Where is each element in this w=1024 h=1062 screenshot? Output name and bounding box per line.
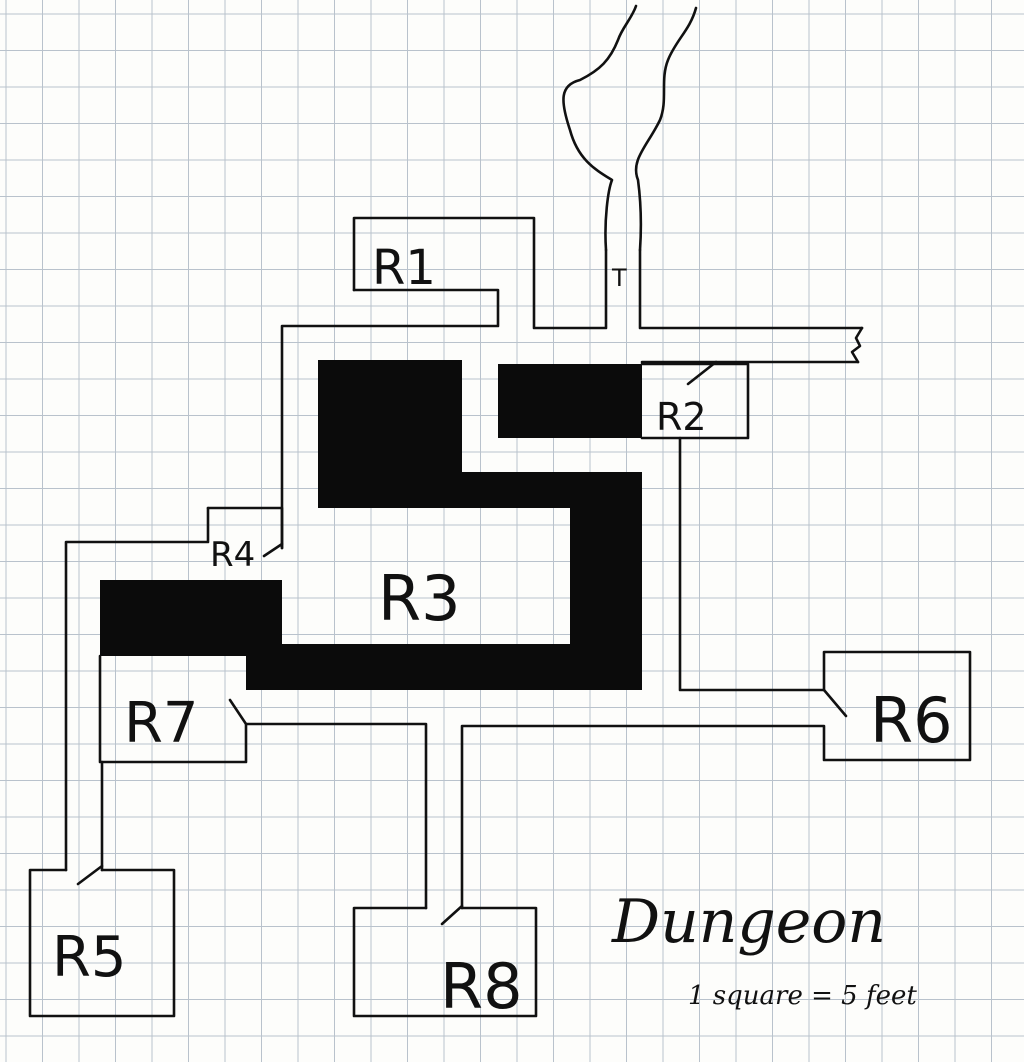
map-title-block: Dungeon 1 square = 5 feet [611, 887, 917, 1011]
room-label-r6: R6 [870, 684, 953, 757]
solid-rock-upper-left [100, 360, 642, 690]
room-label-r4: R4 [210, 535, 255, 575]
room-r6-door [822, 688, 848, 718]
room-r2-outline [640, 362, 750, 440]
room-r6-outline [460, 650, 972, 910]
room-r8-door [440, 904, 464, 926]
room-r7-door [228, 698, 248, 726]
east-passage-broken-end [850, 326, 864, 364]
room-label-r1: R1 [372, 240, 436, 296]
room-labels: R1 R2 R3 R4 R5 R6 R7 R8 T [52, 240, 953, 1023]
room-r2-door [686, 360, 718, 386]
dungeon-walls [28, 4, 972, 1018]
room-r4-lower [64, 506, 210, 872]
room-label-r2: R2 [656, 395, 707, 439]
trap-corridor-right-wall [638, 248, 864, 330]
corridor-to-r6-upper [678, 436, 826, 692]
stream-left-bank [562, 4, 638, 252]
room-r7-outline [98, 654, 428, 910]
trap-marker: T [611, 264, 627, 292]
room-label-r3: R3 [378, 562, 461, 635]
stream-right-bank [634, 6, 698, 252]
room-r4-outline [206, 506, 284, 550]
room-label-r8: R8 [440, 950, 523, 1023]
room-label-r7: R7 [124, 691, 199, 756]
room-r4-door [262, 542, 284, 558]
solid-rock [100, 360, 642, 690]
room-r5-outline [28, 868, 176, 1018]
solid-rock-upper-right [498, 364, 642, 438]
room-r5-door [76, 864, 104, 886]
room-r1-lower-wall [280, 288, 500, 550]
room-r8-outline [352, 906, 538, 1018]
map-title: Dungeon [611, 887, 886, 957]
map-scale: 1 square = 5 feet [688, 981, 917, 1011]
room-label-r5: R5 [52, 925, 127, 990]
room-r1-outline [352, 216, 608, 330]
